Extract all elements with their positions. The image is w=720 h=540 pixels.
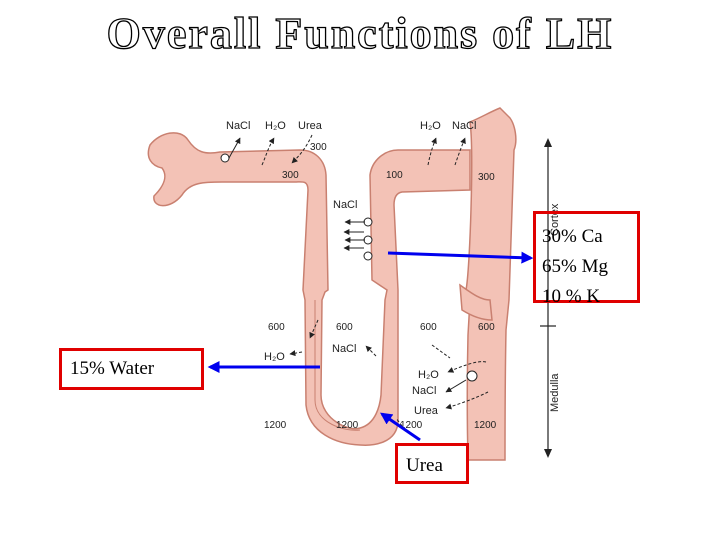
label-urea-top-1: Urea: [298, 120, 323, 132]
label-nacl-bend: NaCl: [332, 343, 356, 355]
arrow-urea: [380, 412, 421, 442]
label-nacl-ascending: NaCl: [333, 199, 357, 211]
nacl-pump-arrows: [343, 217, 373, 261]
osm-600-d: 600: [478, 322, 495, 333]
osm-300-a: 300: [310, 142, 327, 153]
osm-600-c: 600: [420, 322, 437, 333]
ion-k: 10 % K: [542, 286, 601, 307]
osm-300-b: 300: [282, 170, 299, 181]
proximal-tubule: [147, 132, 471, 446]
label-nacl-top-1: NaCl: [226, 120, 250, 132]
label-nacl-top-2: NaCl: [452, 120, 476, 132]
label-nacl-duct: NaCl: [412, 385, 436, 397]
tubule-lumen: [314, 300, 361, 431]
label-h2o-descending: H₂O: [264, 351, 285, 363]
collecting-duct-branch: [459, 283, 493, 321]
arrow-ions: [387, 251, 534, 264]
osm-300-c: 300: [478, 172, 495, 183]
osm-1200-c: 1200: [400, 420, 423, 431]
osm-1200-d: 1200: [474, 420, 497, 431]
ions-callout: 30% Ca 65% Mg 10 % K: [533, 211, 640, 307]
label-h2o-top-2: H₂O: [420, 120, 441, 132]
ion-mg: 65% Mg: [542, 256, 608, 277]
ion-ca: 30% Ca: [542, 226, 603, 247]
osm-1200-a: 1200: [264, 420, 287, 431]
collecting-duct: [465, 107, 517, 461]
arrow-nacl-out-2: [454, 137, 466, 166]
urea-callout: Urea: [395, 443, 469, 484]
osm-1200-b: 1200: [336, 420, 359, 431]
label-h2o-top-1: H₂O: [265, 120, 286, 132]
page-title: Overall Functions of LH: [106, 8, 614, 58]
arrow-h2o-out-1: [261, 137, 275, 166]
medulla-label: Medulla: [549, 373, 561, 412]
water-callout: 15% Water: [59, 348, 204, 390]
arrow-h2o-out-2: [427, 137, 437, 166]
osm-100: 100: [386, 170, 403, 181]
arrow-urea-in-1: [291, 134, 313, 164]
osm-600-a: 600: [268, 322, 285, 333]
osm-600-b: 600: [336, 322, 353, 333]
label-urea-duct: Urea: [414, 405, 439, 417]
label-h2o-duct: H₂O: [418, 369, 439, 381]
